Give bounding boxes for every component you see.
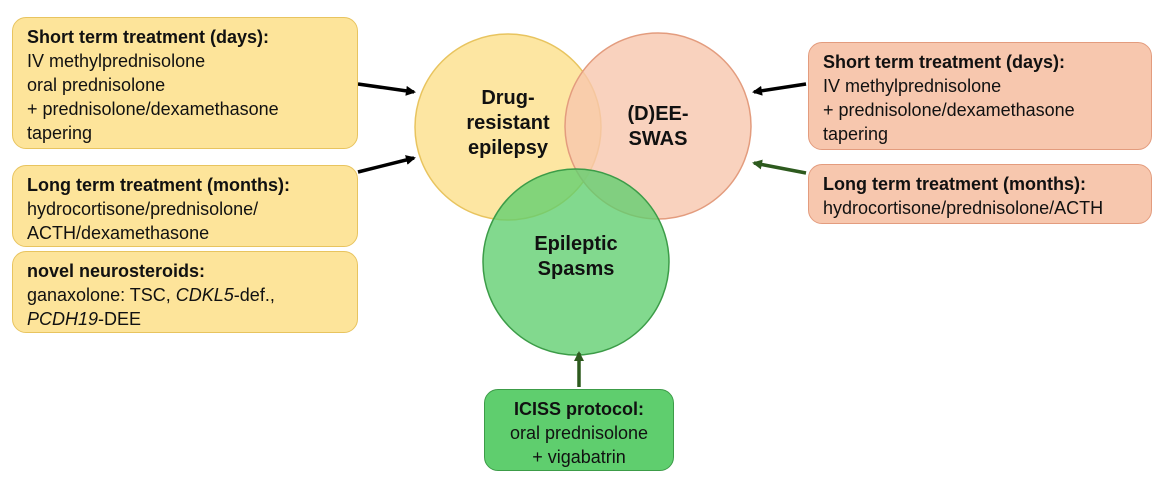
- arrow-right-long-to-dee-swas: [752, 159, 807, 175]
- box-line: ACTH/dexamethasone: [27, 223, 210, 243]
- box-line: ganaxolone: TSC, CDKL5-def.,: [27, 283, 343, 307]
- arrow-left-short-to-drug-resistant: [357, 82, 416, 96]
- box-line: hydrocortisone/prednisolone/ACTH: [823, 198, 1104, 218]
- arrow-left-long-to-drug-resistant: [357, 155, 416, 174]
- gene-pcdh19: PCDH19: [27, 309, 99, 329]
- box-line: + prednisolone/dexamethasone: [27, 99, 279, 119]
- box-title: Short term treatment (days):: [823, 52, 1066, 72]
- box-right-long-term: Long term treatment (months): hydrocorti…: [808, 164, 1152, 224]
- label-line: epilepsy: [467, 137, 549, 159]
- box-line: IV methylprednisolone: [823, 76, 1002, 96]
- box-line: PCDH19-DEE: [27, 307, 343, 331]
- label-line: Spasms: [537, 258, 615, 280]
- gene-cdkl5: CDKL5: [175, 285, 234, 305]
- box-title: novel neurosteroids:: [27, 261, 206, 281]
- box-line: oral prednisolone: [509, 423, 649, 443]
- label-line: (D)EE-: [627, 103, 689, 125]
- text-ganaxolone: ganaxolone: TSC,: [27, 285, 176, 305]
- text-def: -def.,: [233, 285, 275, 305]
- label-line: Epileptic: [534, 233, 618, 255]
- label-dee-swas: (D)EE- SWAS: [603, 102, 713, 152]
- box-line: + prednisolone/dexamethasone: [823, 100, 1075, 120]
- box-left-short-term: Short term treatment (days): IV methylpr…: [12, 17, 358, 149]
- text-dee: -DEE: [98, 309, 142, 329]
- label-drug-resistant-epilepsy: Drug- resistant epilepsy: [448, 86, 568, 161]
- box-title: Short term treatment (days):: [27, 27, 270, 47]
- box-line: hydrocortisone/prednisolone/: [27, 199, 259, 219]
- box-iciss-protocol: ICISS protocol: oral prednisolone + viga…: [484, 389, 674, 471]
- box-right-short-term: Short term treatment (days): IV methylpr…: [808, 42, 1152, 150]
- box-line: + vigabatrin: [532, 447, 626, 467]
- arrow-right-short-to-dee-swas: [752, 82, 807, 96]
- label-line: Drug-: [481, 87, 535, 109]
- box-line: IV methylprednisolone: [27, 51, 206, 71]
- box-title: Long term treatment (months):: [27, 175, 290, 195]
- box-title: ICISS protocol:: [514, 399, 644, 419]
- label-line: SWAS: [628, 128, 688, 150]
- box-line: tapering: [823, 124, 889, 144]
- box-line: oral prednisolone: [27, 75, 166, 95]
- box-left-novel-neurosteroids: novel neurosteroids: ganaxolone: TSC, CD…: [12, 251, 358, 333]
- label-line: resistant: [466, 112, 550, 134]
- box-title: Long term treatment (months):: [823, 174, 1086, 194]
- box-left-long-term: Long term treatment (months): hydrocorti…: [12, 165, 358, 247]
- box-line: tapering: [27, 123, 93, 143]
- label-epileptic-spasms: Epileptic Spasms: [521, 232, 631, 282]
